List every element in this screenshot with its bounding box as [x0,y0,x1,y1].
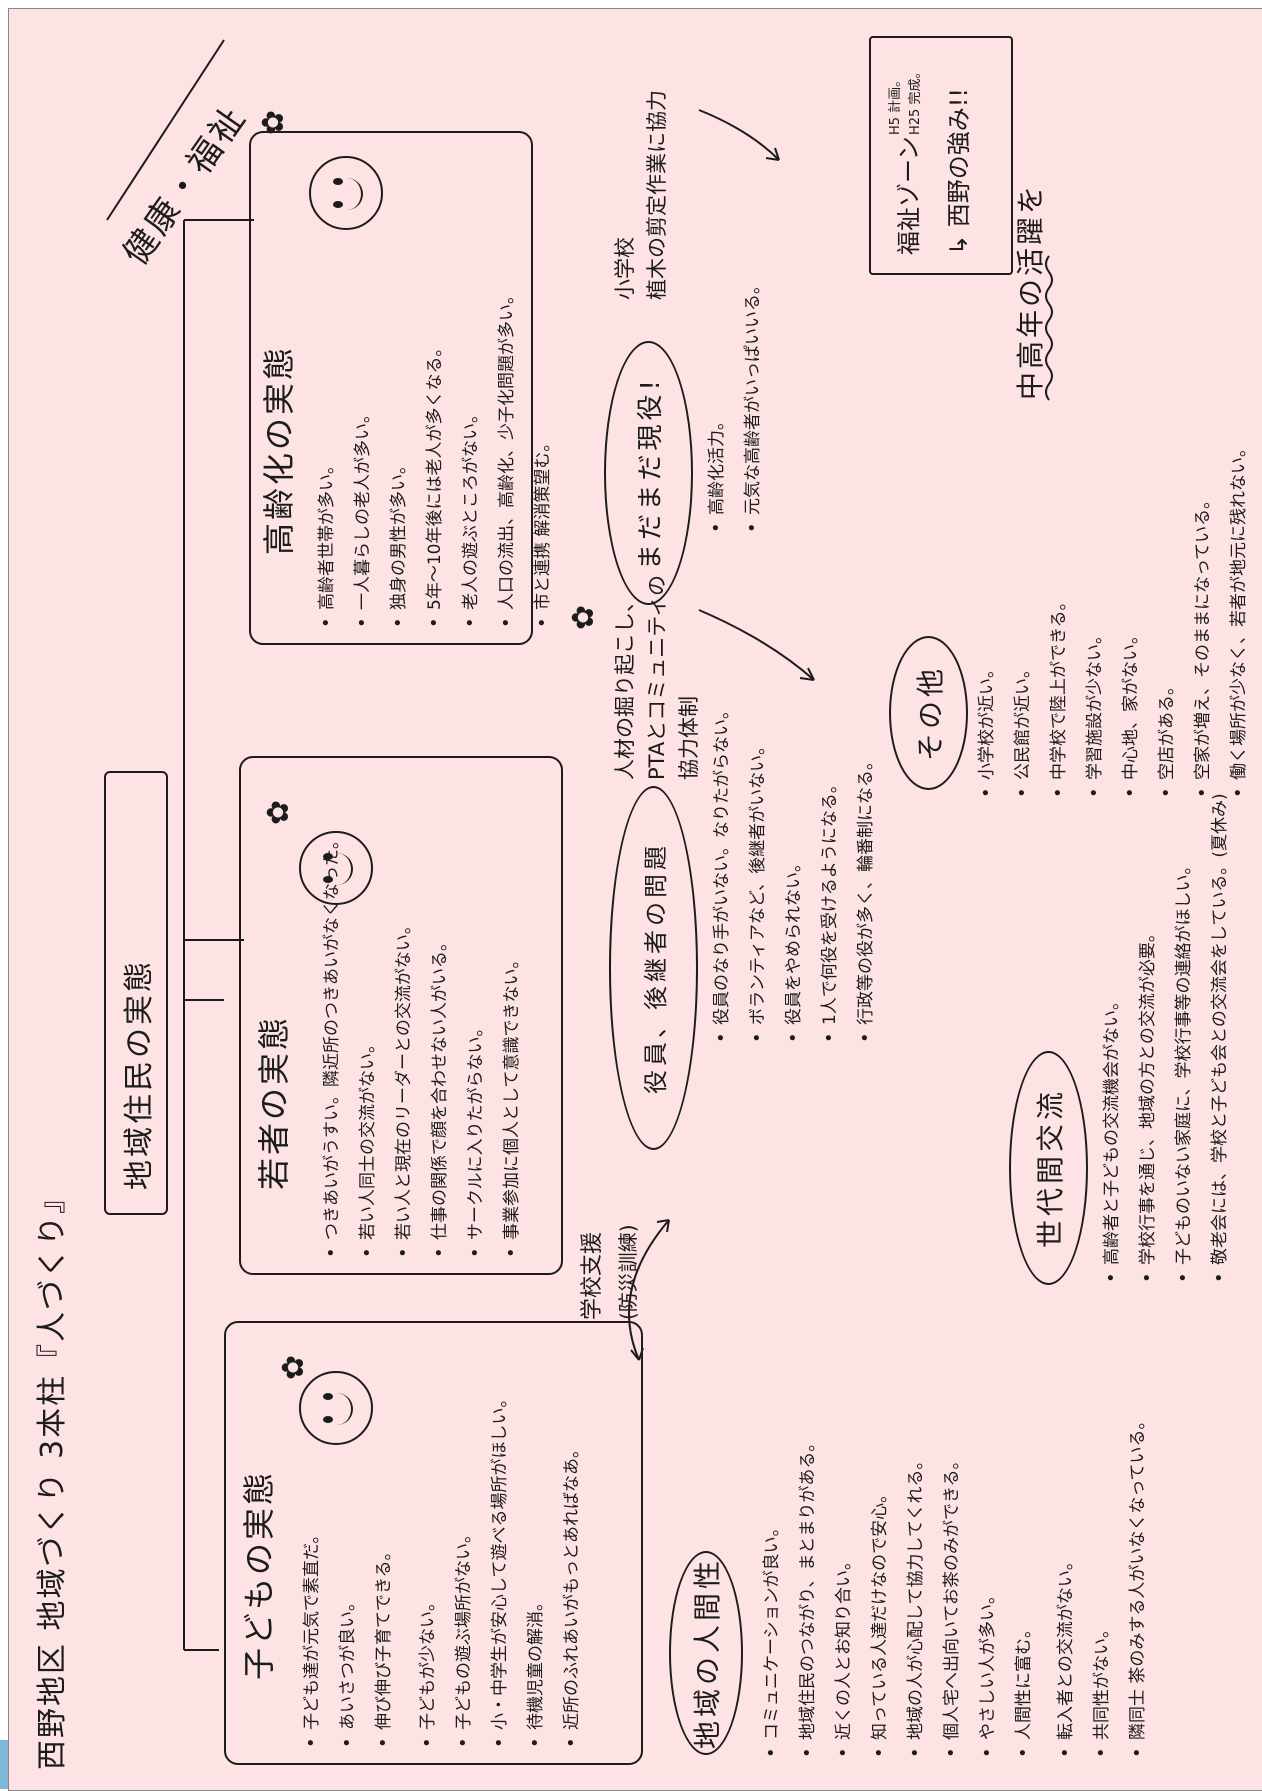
welfare-zone-complete: H25 完成。 [908,65,923,135]
school-support-sub: (防災訓練) [616,1224,640,1320]
list-item: 老人の遊ぶところがない。 [453,287,489,630]
list-item: 知っている人達だけなので安心。 [862,1412,898,1760]
flower-icon: ✿ [256,109,291,135]
list-item: 人間性に富む。 [1006,1412,1042,1760]
list-item: 近所のふれあいがもっとあればなあ。 [554,1391,590,1751]
successor-label: 役員、後継者の問題 [609,786,698,1150]
list-item: 共同性がない。 [1084,1412,1120,1760]
list-item: 若い人同士の交流がない。 [350,832,386,1260]
list-item: 子ども達が元気で素直だ。 [294,1391,330,1751]
list-item: 若い人と現在のリーダーとの交流がない。 [386,832,422,1260]
elderly-list: 高齢者世帯が多い。 一人暮らしの老人が多い。 独身の男性が多い。 5年～10年後… [309,287,561,630]
list-item: サークルに入りたがらない。 [458,832,494,1260]
children-list: 子ども達が元気で素直だ。 あいさつが良い。 伸び伸び子育てできる。 子どもが少な… [294,1391,590,1751]
connector-lines [106,39,1053,1651]
list-item: 地域住民のつながり、まとまりがある。 [790,1412,826,1760]
list-item: 転入者との交流がない。 [1048,1412,1084,1760]
list-item: 役員のなり手がいない。なりたがらない。 [704,702,740,1045]
list-item: 公民館が近い。 [1005,440,1041,800]
list-item: 高齢者と子どもの交流機会がない。 [1094,793,1130,1285]
still-active-list: 高齢化活力。 元気な高齢者がいっぱいいる。 [699,277,771,535]
list-item: 高齢者世帯が多い。 [309,287,345,630]
list-item: 子どものいない家庭に、学校行事等の連絡がほしい。 [1166,793,1202,1285]
note-line: 植木の剪定作業に協力 [645,90,669,300]
list-item: 一人暮らしの老人が多い。 [345,287,381,630]
list-item: 独身の男性が多い。 [381,287,417,630]
list-item: 中心地、家がない。 [1113,440,1149,800]
worksheet-page: 西野地区 地域づくり 3本柱『人づくり』 地域住民の実態 健康・福祉 子どもの実… [8,8,1262,1791]
flower-icon: ✿ [261,799,296,825]
school-support-label: 学校支援 [580,1231,605,1320]
humanity-list: コミュニケーションが良い。 地域住民のつながり、まとまりがある。 近くの人とお知… [754,1412,1156,1760]
elderly-heading: 高齢化の実態 [260,344,298,555]
welfare-zone-title: 福祉ゾーン [895,136,923,255]
flower-icon: ✿ [276,1354,311,1380]
note-line: PTAとコミュニティの [645,575,669,780]
note-line: 協力体制 [677,696,701,780]
list-item: 5年～10年後には老人が多くなる。 [417,287,453,630]
list-item: 役員をやめられない。 [776,702,812,1045]
humanity-label: 地域の人間性 [669,1551,743,1755]
middle-aged-heading: 中高年の活躍を [1014,182,1047,400]
rotated-canvas: 西野地区 地域づくり 3本柱『人づくり』 地域住民の実態 健康・福祉 子どもの実… [9,9,1262,1790]
others-list: 小学校が近い。 公民館が近い。 中学校で陸上ができる。 学習施設が少ない。 中心… [969,440,1257,800]
list-item: 近くの人とお知り合い。 [826,1412,862,1760]
youth-list: つきあいがうすい。隣近所のつきあいがなくなった。 若い人同士の交流がない。 若い… [314,832,530,1260]
list-item: 隣同士 茶のみする人がいなくなっている。 [1120,1412,1156,1760]
list-item: 人口の流出、高齢化、少子化問題が多い。 [489,287,525,630]
others-label: その他 [889,636,968,790]
list-item: 待機児童の解消。 [518,1391,554,1751]
youth-heading: 若者の実態 [255,1014,293,1190]
note-line: 小学校 [613,237,637,300]
list-item: 敬老会には、学校と子ども会との交流会をしている。(夏休み) [1202,793,1238,1285]
welfare-zone-strength: ↳ 西野の強み!! [945,88,973,255]
list-item: 学校行事を通じ、地域の方との交流が必要。 [1130,793,1166,1285]
list-item: 仕事の関係で顔を合わせない人がいる。 [422,832,458,1260]
intergenerational-list: 高齢者と子どもの交流機会がない。 学校行事を通じ、地域の方との交流が必要。 子ど… [1094,793,1238,1285]
list-item: 働く場所が少なく、若者が地元に残れない。 [1221,440,1257,800]
list-item: ボランティアなど、後継者がいない。 [740,702,776,1045]
elementary-note: 小学校 植木の剪定作業に協力 [609,90,673,300]
list-item: 空店がある。 [1149,440,1185,800]
smiley-icon [309,156,383,230]
list-item: コミュニケーションが良い。 [754,1412,790,1760]
list-item: あいさつが良い。 [330,1391,366,1751]
list-item: 小学校が近い。 [969,440,1005,800]
list-item: 市と連携 解消策望む。 [525,287,561,630]
list-item: 子どもが少ない。 [410,1391,446,1751]
list-item: 子どもの遊ぶ場所がない。 [446,1391,482,1751]
list-item: 伸び伸び子育てできる。 [366,1391,402,1751]
list-item: 地域の人が心配して協力してくれる。 [898,1412,934,1760]
children-heading: 子どもの実態 [240,1469,278,1680]
intergenerational-label: 世代間交流 [1009,1051,1088,1285]
successor-list: 役員のなり手がいない。なりたがらない。 ボランティアなど、後継者がいない。 役員… [704,702,884,1045]
page-title: 西野地区 地域づくり 3本柱『人づくり』 [35,1181,70,1770]
list-item: つきあいがうすい。隣近所のつきあいがなくなった。 [314,832,350,1260]
list-item: 小・中学生が安心して遊べる場所がほしい。 [482,1391,518,1751]
list-item: 学習施設が少ない。 [1077,440,1113,800]
list-item: 行政等の役が多く、輪番制になる。 [848,702,884,1045]
page-edge-tab [0,1740,8,1789]
welfare-zone-plan: H5 計画。 [888,73,903,135]
center-label: 地域住民の実態 [122,959,157,1190]
list-item: やさしい人が多い。 [970,1412,1006,1760]
list-item: 中学校で陸上ができる。 [1041,440,1077,800]
list-item: 高齢化活力。 [699,277,735,535]
list-item: 元気な高齢者がいっぱいいる。 [735,277,771,535]
list-item: 空家が増え、そのままになっている。 [1185,440,1221,800]
community-note: 人材の掘り起こし、 PTAとコミュニティの 協力体制 [609,575,705,780]
list-item: 事業参加に個人として意識できない。 [494,832,530,1260]
still-active-label: まだまだ現役! [604,341,693,605]
list-item: 1人で何役を受けるようになる。 [812,702,848,1045]
list-item: 個人宅へ出向いてお茶のみができる。 [934,1412,970,1760]
flower-icon: ✿ [566,604,601,630]
note-line: 人材の掘り起こし、 [613,591,637,780]
